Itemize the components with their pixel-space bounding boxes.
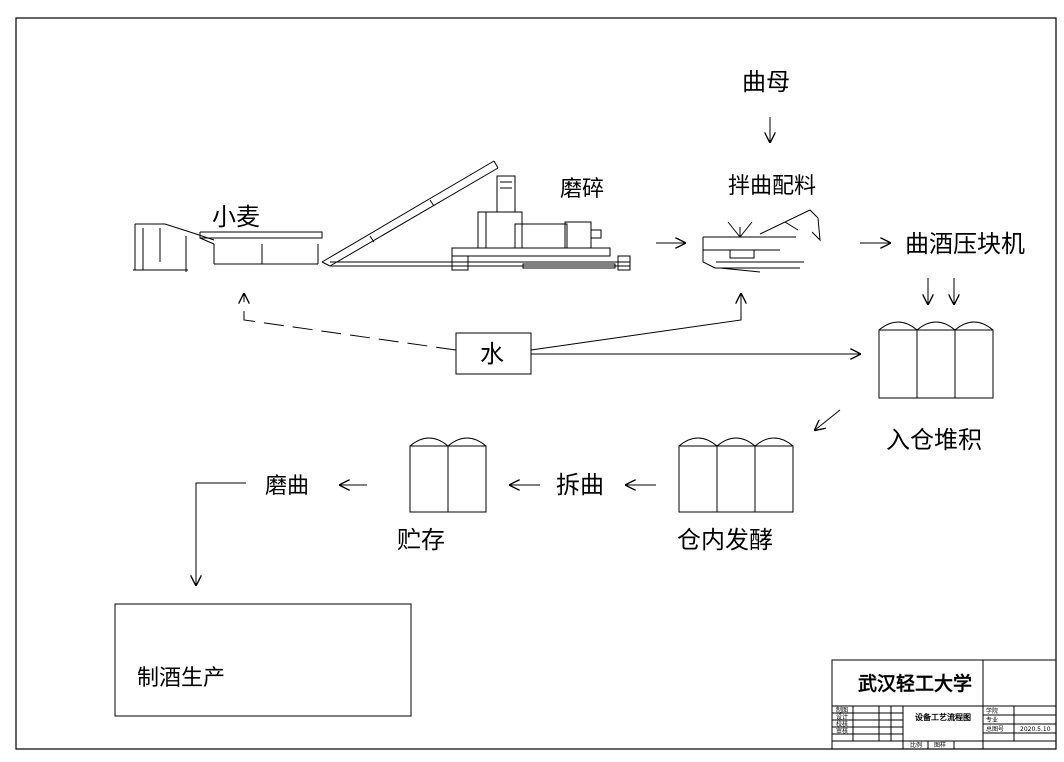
water-box	[455, 332, 532, 375]
tb-bottom-0: 比例	[910, 741, 922, 749]
arrow-to-zhijiu	[196, 482, 246, 585]
label-rucang: 入仓堆积	[886, 426, 982, 454]
water-line-mix	[530, 294, 741, 351]
label-shui: 水	[480, 340, 504, 368]
grinder-machine	[321, 160, 631, 271]
mixing-machine	[702, 209, 821, 273]
label-qumu: 曲母	[742, 68, 790, 96]
wheat-conveyor	[133, 223, 323, 272]
drawing-name: 设备工艺流程图	[915, 712, 971, 722]
silos-storage	[409, 437, 487, 513]
tb-row-0: 制图	[836, 706, 848, 714]
label-zhijiu: 制酒生产	[137, 666, 225, 691]
silos-pile	[878, 321, 994, 399]
tb-bottom-1: 图样	[934, 741, 946, 749]
tb-date: 2020.5.10	[1020, 726, 1051, 733]
tb-row-3: 审核	[836, 727, 848, 735]
label-chaiqu: 拆曲	[556, 471, 604, 499]
tb-right-1: 专业	[986, 716, 998, 724]
tb-right-2: 总图号	[986, 725, 1004, 733]
label-banqu: 拌曲配料	[728, 174, 816, 199]
production-box	[114, 603, 412, 717]
label-yakuaiji: 曲酒压块机	[905, 230, 1025, 258]
water-line-wheat	[244, 294, 457, 351]
silos-ferment	[678, 437, 794, 513]
drawing-border	[15, 17, 1057, 750]
label-zhucun: 贮存	[397, 526, 445, 554]
label-mosui: 磨碎	[560, 177, 604, 202]
title-block	[831, 659, 1057, 750]
tb-row-2: 校核	[836, 720, 848, 728]
school-name: 武汉轻工大学	[858, 672, 972, 695]
flow-arrows	[196, 117, 954, 585]
tb-row-1: 设计	[836, 713, 848, 721]
label-cangnei: 仓内发酵	[677, 526, 773, 554]
label-moqu: 磨曲	[265, 474, 309, 499]
arrow-diag	[815, 409, 841, 430]
tb-right-0: 学院	[986, 707, 998, 715]
label-xiaomai: 小麦	[212, 203, 260, 231]
